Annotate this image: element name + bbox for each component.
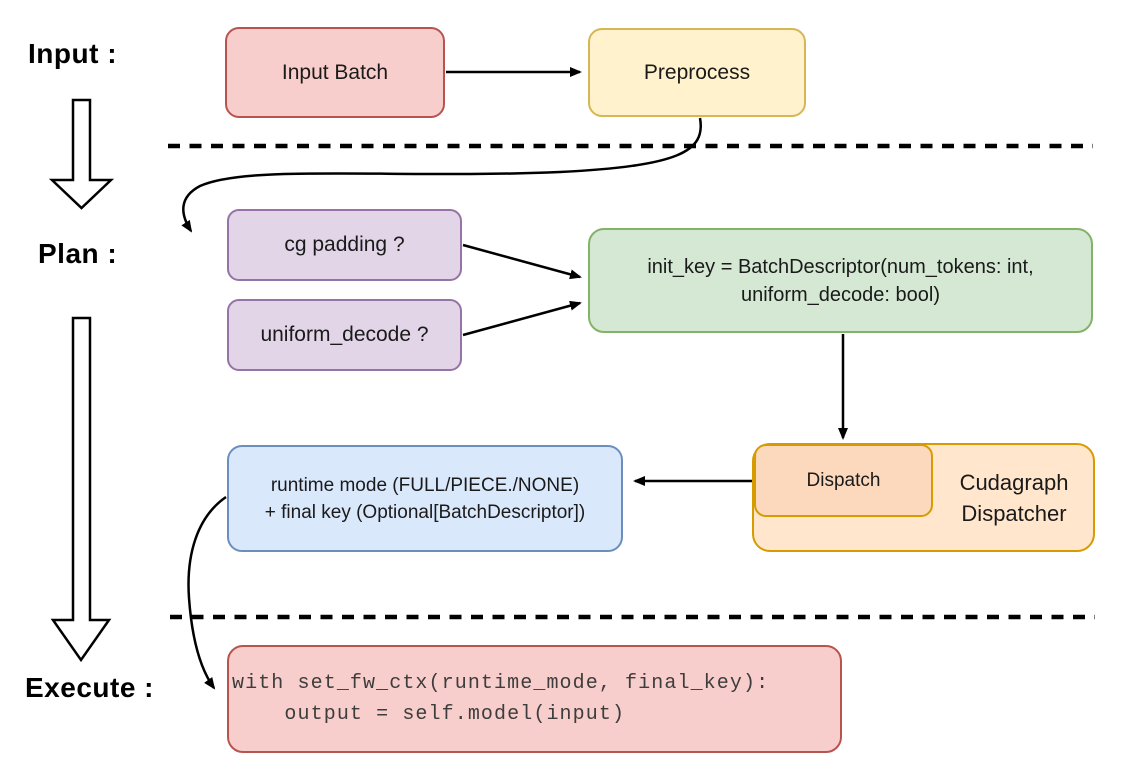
- node-uniform-decode-label: uniform_decode ?: [260, 323, 429, 346]
- execute-code-block: with set_fw_ctx(runtime_mode, final_key)…: [229, 668, 769, 730]
- node-preprocess: Preprocess: [588, 28, 806, 117]
- cudagraph-label-line2: Dispatcher: [961, 501, 1067, 526]
- node-cg-padding: cg padding ?: [227, 209, 462, 281]
- arrow-runtime-mode-to-execute-code: [187, 495, 227, 690]
- node-cudagraph-dispatcher-label: Cudagraph Dispatcher: [933, 462, 1095, 534]
- node-dispatch: Dispatch: [754, 444, 933, 517]
- node-preprocess-label: Preprocess: [643, 60, 751, 84]
- cudagraph-label-line1: Cudagraph: [959, 470, 1069, 495]
- node-init-key: init_key = BatchDescriptor(num_tokens: i…: [588, 228, 1093, 333]
- node-uniform-decode: uniform_decode ?: [227, 299, 462, 371]
- node-runtime-mode: runtime mode (FULL/PIECE./NONE) + final …: [227, 445, 623, 552]
- node-cg-padding-label: cg padding ?: [284, 233, 405, 256]
- arrow-uniform-decode-to-init-key: [462, 300, 582, 337]
- section-label-input: Input :: [28, 38, 118, 69]
- execute-code-line1: with set_fw_ctx(runtime_mode, final_key)…: [232, 672, 770, 695]
- node-input-batch: Input Batch: [225, 27, 445, 118]
- node-runtime-line2: + final key (Optional[BatchDescriptor]): [264, 501, 586, 523]
- node-input-batch-label: Input Batch: [281, 60, 389, 84]
- section-label-execute: Execute :: [25, 672, 154, 703]
- block-arrow-input-to-plan-icon: [48, 98, 115, 210]
- node-execute-code: with set_fw_ctx(runtime_mode, final_key)…: [227, 645, 842, 753]
- arrow-cg-padding-to-init-key: [462, 243, 582, 280]
- node-init-key-line2: uniform_decode: bool): [740, 283, 940, 306]
- node-init-key-line1: init_key = BatchDescriptor(num_tokens: i…: [647, 255, 1034, 278]
- block-arrow-plan-to-execute-icon: [50, 316, 112, 663]
- node-dispatch-label: Dispatch: [806, 469, 881, 491]
- arrow-preprocess-to-cg-padding: [181, 117, 702, 233]
- execute-code-line2: output = self.model(input): [232, 703, 626, 726]
- node-runtime-line1: runtime mode (FULL/PIECE./NONE): [270, 474, 580, 496]
- section-label-plan: Plan :: [38, 238, 118, 269]
